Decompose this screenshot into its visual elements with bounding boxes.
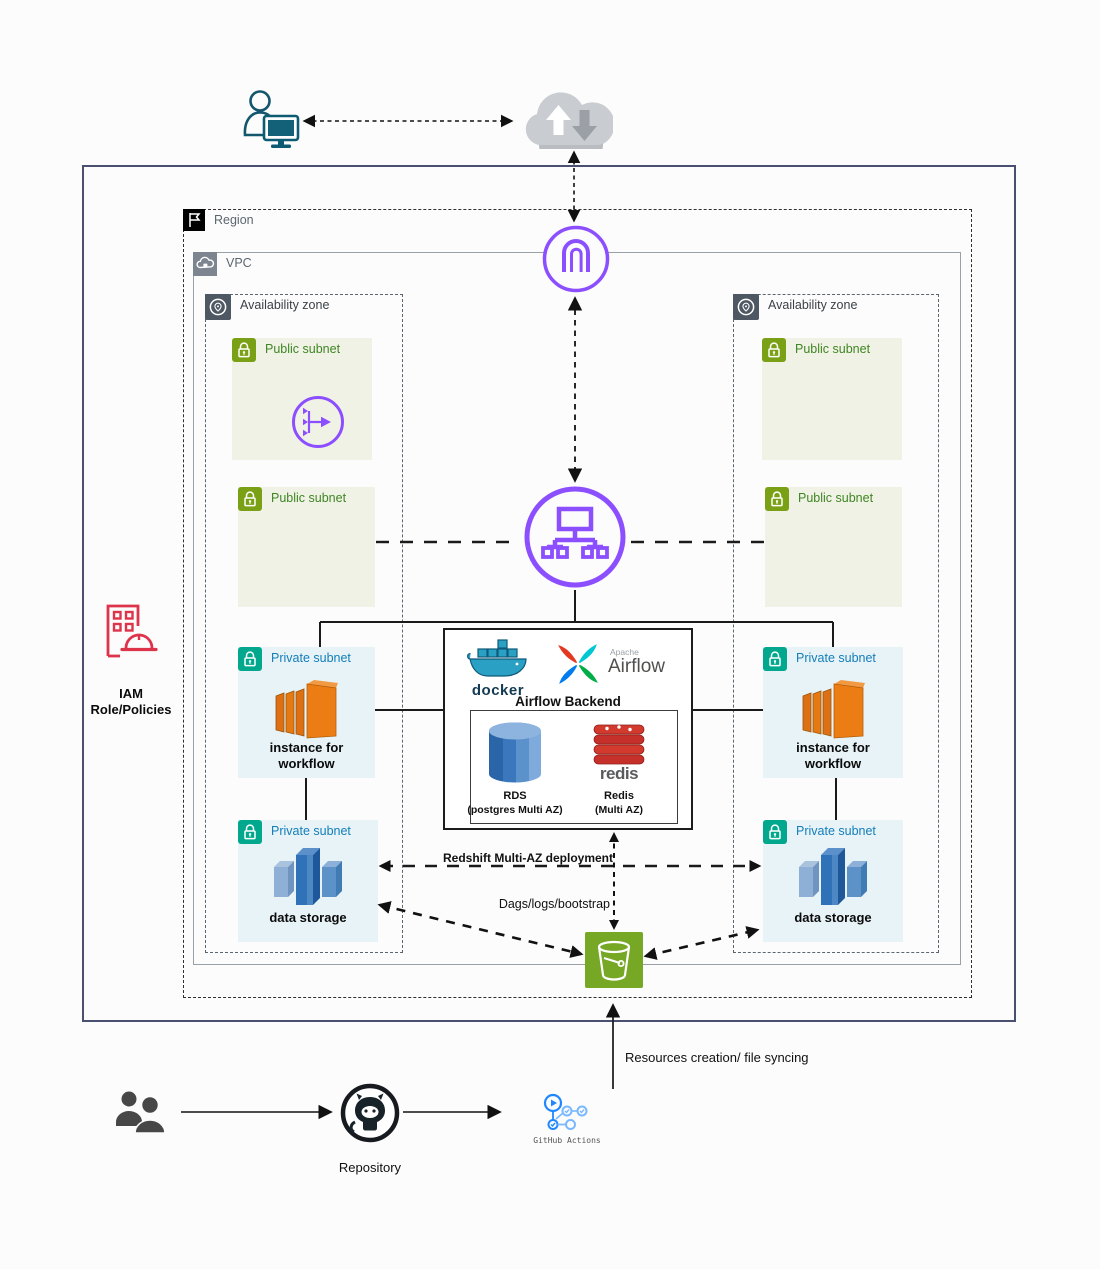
github-octocat-icon xyxy=(340,1083,400,1143)
vpc-label: VPC xyxy=(226,256,252,270)
teal-lock-icon xyxy=(763,820,787,844)
public-subnet-right-2: Public subnet xyxy=(765,487,902,607)
public-subnet-left-1: Public subnet xyxy=(232,338,372,460)
redshift-data-storage-icon xyxy=(799,848,867,905)
private-subnet-right-2: Private subnet data storage xyxy=(763,820,903,942)
green-lock-icon xyxy=(232,338,256,362)
iam-role-icon xyxy=(106,604,158,658)
airflow-backend-title: Airflow Backend xyxy=(515,694,621,709)
ec2-instances-icon xyxy=(802,680,865,739)
private-subnet-left-2: Private subnet data storage xyxy=(238,820,378,942)
airflow-backend-box: RDS (postgres Multi AZ) redis Redis (Mul… xyxy=(467,710,678,824)
iam-caption: IAM Role/Policies xyxy=(90,686,172,717)
green-lock-icon xyxy=(765,487,789,511)
elastic-load-balancer-icon xyxy=(524,486,626,588)
internet-gateway-icon xyxy=(542,225,610,293)
user-at-computer-icon xyxy=(243,90,300,148)
ec2-instances-icon xyxy=(275,680,338,739)
public-subnet-label: Public subnet xyxy=(271,491,347,505)
public-subnet-label: Public subnet xyxy=(795,342,871,356)
availability-zone-pin-icon xyxy=(205,294,231,320)
teal-lock-icon xyxy=(238,820,262,844)
region-label: Region xyxy=(214,213,254,227)
private-subnet-label: Private subnet xyxy=(796,824,876,838)
teal-lock-icon xyxy=(238,647,262,671)
repository-label: Repository xyxy=(338,1160,402,1175)
github-actions-icon xyxy=(543,1093,588,1130)
green-lock-icon xyxy=(762,338,786,362)
docker-whale-icon xyxy=(467,639,527,677)
airflow-docker-container: docker Apache Airflow Airflow Backend xyxy=(443,628,693,830)
redis-label: Redis xyxy=(604,790,634,802)
public-subnet-label: Public subnet xyxy=(798,491,874,505)
green-lock-icon xyxy=(238,487,262,511)
resources-arrow-label: Resources creation/ file syncing xyxy=(625,1050,809,1065)
private-subnet-label: Private subnet xyxy=(271,651,351,665)
rds-database-icon xyxy=(489,722,541,783)
ec2-caption: instance for workflow xyxy=(269,740,344,771)
ec2-caption: instance for workflow xyxy=(796,740,870,771)
availability-zone-label: Availability zone xyxy=(768,298,858,312)
redshift-arrow-label: Redshift Multi-AZ deployment xyxy=(443,851,613,865)
teal-lock-icon xyxy=(763,647,787,671)
dags-arrow-label: Dags/logs/bootstrap xyxy=(498,897,610,911)
cloud-sync-icon xyxy=(525,92,613,149)
private-subnet-label: Private subnet xyxy=(271,824,351,838)
flag-icon xyxy=(183,209,205,231)
availability-zone-left: Availability zone xyxy=(205,294,403,953)
private-subnet-left-1: Private subnet instance for workflow xyxy=(238,647,375,778)
private-subnet-right-1: Private subnet instance for workflow xyxy=(763,647,903,778)
redis-sub-label: (Multi AZ) xyxy=(594,804,643,816)
docker-wordmark: docker xyxy=(471,682,525,699)
public-subnet-label: Public subnet xyxy=(265,342,341,356)
nat-gateway-icon xyxy=(292,396,344,448)
rds-label: RDS xyxy=(503,790,527,802)
github-actions-label: GitHub Actions xyxy=(533,1136,601,1145)
redis-wordmark: redis xyxy=(599,764,639,783)
s3-bucket-icon xyxy=(585,932,643,988)
availability-zone-label: Availability zone xyxy=(240,298,330,312)
airflow-pinwheel-icon xyxy=(558,644,598,684)
vpc-cloud-icon xyxy=(193,252,217,276)
availability-zone-pin-icon xyxy=(733,294,759,320)
public-subnet-left-2: Public subnet xyxy=(238,487,375,607)
storage-caption: data storage xyxy=(269,910,347,925)
aws-cloud-boundary xyxy=(82,165,1016,1022)
users-icon xyxy=(116,1091,166,1134)
private-subnet-label: Private subnet xyxy=(796,651,876,665)
storage-caption: data storage xyxy=(794,910,872,925)
apache-label: Apache xyxy=(610,647,639,657)
airflow-wordmark: Airflow xyxy=(608,656,666,677)
redis-stack-icon xyxy=(593,724,645,765)
rds-sub-label: (postgres Multi AZ) xyxy=(467,804,563,816)
redshift-data-storage-icon xyxy=(274,848,342,905)
public-subnet-right-1: Public subnet xyxy=(762,338,902,460)
